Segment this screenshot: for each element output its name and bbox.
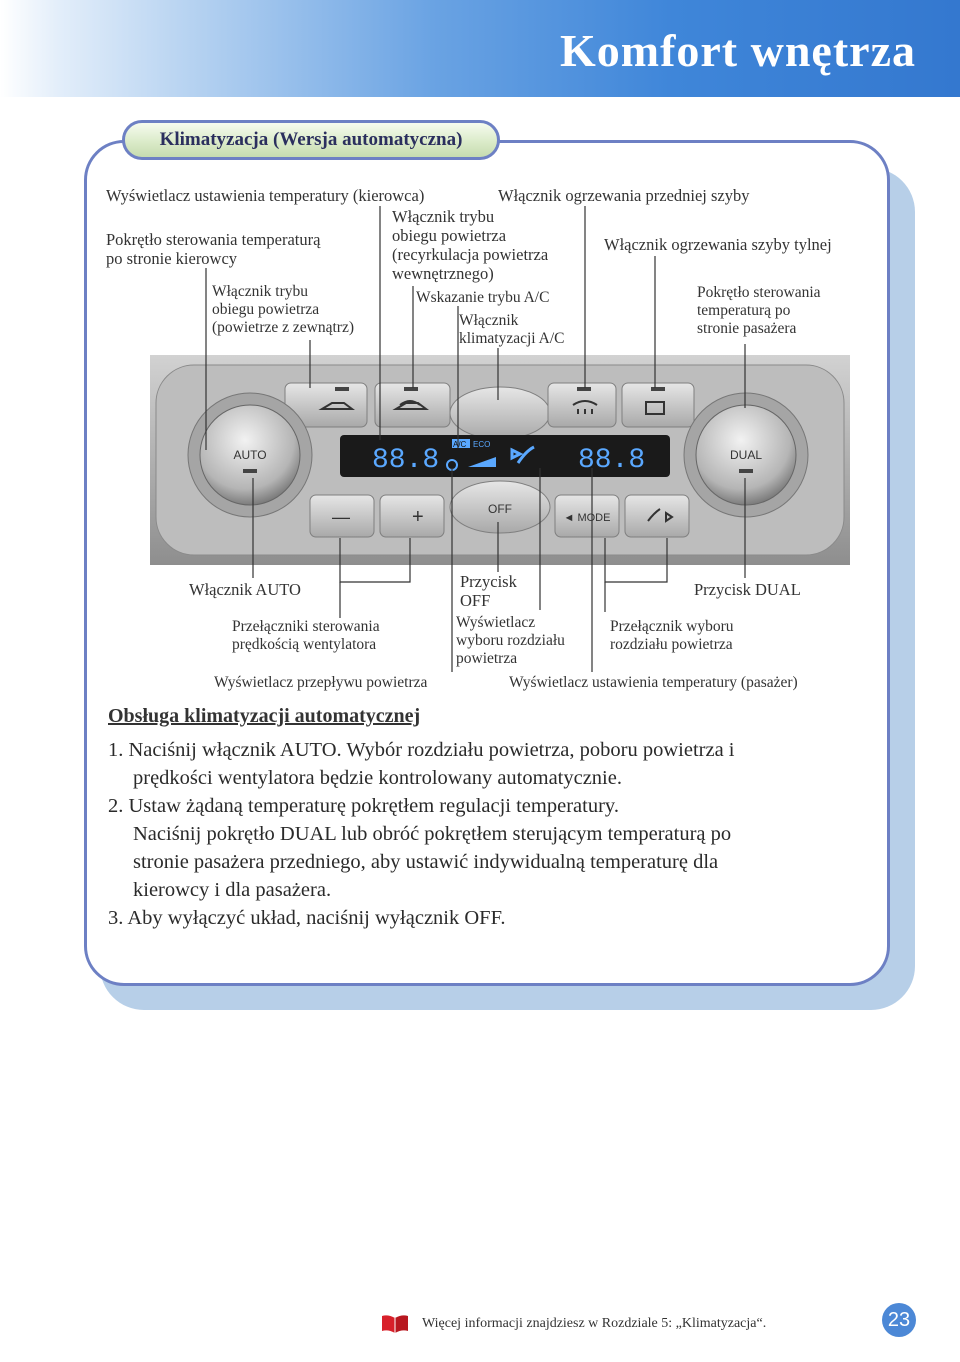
dual-knob-label: DUAL bbox=[730, 448, 762, 462]
instruction-line: 1. Naciśnij włącznik AUTO. Wybór rozdzia… bbox=[108, 736, 735, 764]
svg-text:OFF: OFF bbox=[488, 502, 512, 516]
off-button-label: Przycisk OFF bbox=[460, 572, 517, 610]
mode-forward-button bbox=[625, 495, 689, 537]
fan-airflow-display-label: Wyświetlacz przepływu powietrza bbox=[214, 674, 427, 692]
driver-temp-display-label: Wyświetlacz ustawienia temperatury (kier… bbox=[106, 186, 424, 205]
front-defrost-switch-label: Włącznik ogrzewania przedniej szyby bbox=[498, 186, 750, 205]
section-tab: Klimatyzacja (Wersja automatyczna) bbox=[122, 120, 500, 160]
dual-button-label: Przycisk DUAL bbox=[694, 580, 801, 599]
ac-button bbox=[450, 387, 550, 439]
instruction-line: 2. Ustaw żądaną temperaturę pokrętłem re… bbox=[108, 792, 619, 820]
eco-indicator: ECO bbox=[473, 440, 490, 449]
passenger-temp-digits: 88.8 bbox=[578, 445, 645, 476]
svg-text:+: + bbox=[412, 506, 424, 528]
fresh-air-switch-label: Włącznik trybu obiegu powietrza (powietr… bbox=[212, 283, 354, 337]
svg-text:◄ MODE: ◄ MODE bbox=[564, 512, 611, 524]
book-icon bbox=[380, 1313, 410, 1335]
recirc-switch-label: Włącznik trybu obiegu powietrza (recyrku… bbox=[392, 207, 548, 283]
instruction-line: 3. Aby wyłączyć układ, naciśnij wyłączni… bbox=[108, 904, 505, 932]
auto-knob-label: AUTO bbox=[233, 448, 266, 462]
climate-control-panel-image: 88.8 88.8 A/C ECO AUTO DUAL — + OFF ◄ MO… bbox=[150, 355, 850, 565]
footer-note: Więcej informacji znajdziesz w Rozdziale… bbox=[422, 1316, 766, 1332]
rear-defrost-switch-label: Włącznik ogrzewania szyby tylnej bbox=[604, 235, 832, 254]
passenger-temp-display-label: Wyświetlacz ustawienia temperatury (pasa… bbox=[509, 674, 798, 692]
svg-text:—: — bbox=[332, 507, 350, 527]
ac-mode-indicator-label: Wskazanie trybu A/C bbox=[416, 289, 549, 307]
instruction-line: stronie pasażera przedniego, aby ustawić… bbox=[133, 848, 718, 876]
ac-indicator: A/C bbox=[453, 440, 467, 449]
passenger-temp-dial-label: Pokrętło sterowania temperaturą po stron… bbox=[697, 284, 821, 338]
auto-switch-label: Włącznik AUTO bbox=[189, 580, 301, 599]
page-title: Komfort wnętrza bbox=[560, 24, 916, 77]
ac-switch-label: Włącznik klimatyzacji A/C bbox=[459, 312, 564, 348]
instructions-heading: Obsługa klimatyzacji automatycznej bbox=[108, 705, 420, 728]
driver-temp-dial-label: Pokrętło sterowania temperaturą po stron… bbox=[106, 230, 320, 268]
mode-selector-label: Przełącznik wyboru rozdziału powietrza bbox=[610, 618, 734, 654]
page-header: Komfort wnętrza bbox=[0, 0, 960, 97]
instruction-line: Naciśnij pokrętło DUAL lub obróć pokrętł… bbox=[133, 820, 731, 848]
instruction-line: kierowcy i dla pasażera. bbox=[133, 876, 331, 904]
airflow-mode-display-label: Wyświetlacz wyboru rozdziału powietrza bbox=[456, 614, 565, 668]
fan-speed-switches-label: Przełączniki sterowania prędkością wenty… bbox=[232, 618, 380, 654]
driver-temp-digits: 88.8 bbox=[372, 445, 439, 476]
page-number: 23 bbox=[882, 1303, 916, 1337]
instruction-line: prędkości wentylatora będzie kontrolowan… bbox=[133, 764, 622, 792]
